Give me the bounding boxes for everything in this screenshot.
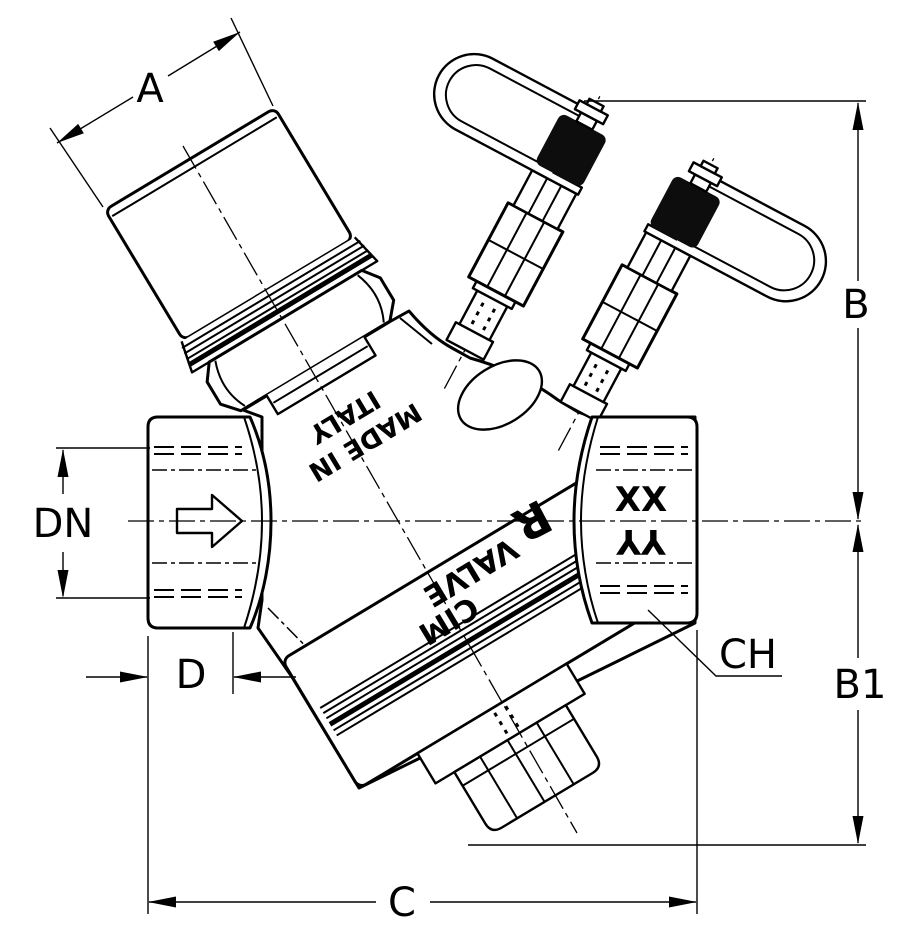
port2-collar bbox=[559, 383, 609, 423]
saddle-chamfer-line bbox=[399, 317, 433, 345]
centerlines bbox=[128, 145, 866, 834]
port1-collar bbox=[445, 321, 495, 361]
arrowhead bbox=[213, 32, 240, 52]
port2-cap-nub bbox=[699, 159, 719, 175]
dim-B1-label: B1 bbox=[834, 662, 887, 708]
outlet-thread-lines bbox=[600, 446, 688, 594]
drain-plug-facets bbox=[462, 717, 575, 819]
dim-CH: CH bbox=[647, 609, 782, 678]
port-mark-bottom: YY bbox=[616, 521, 667, 561]
drain-thread-dots bbox=[493, 705, 521, 736]
outlet-port-outline bbox=[572, 415, 699, 625]
port1-nut-facet bbox=[541, 185, 563, 222]
dim-D: D bbox=[86, 632, 296, 698]
dim-B-label: B bbox=[842, 282, 869, 328]
dim-C-label: C bbox=[388, 880, 416, 926]
arrowhead bbox=[57, 123, 84, 143]
dim-DN: DN bbox=[33, 447, 150, 599]
port2-nut-facet bbox=[641, 239, 663, 277]
handwheel-group bbox=[106, 109, 396, 416]
outlet-port: XX YY bbox=[572, 415, 699, 625]
dim-A-ext1 bbox=[49, 127, 104, 208]
knob-grip-bands bbox=[181, 240, 374, 368]
dim-B: B bbox=[584, 100, 870, 520]
inlet-thread-lines bbox=[154, 446, 242, 598]
arrowhead bbox=[852, 524, 864, 552]
port-mark-top: XX bbox=[615, 480, 667, 520]
port1-thread-dots bbox=[470, 298, 498, 331]
flow-direction-arrow bbox=[175, 493, 244, 549]
drain-plug bbox=[453, 703, 601, 832]
arrowhead bbox=[57, 570, 69, 598]
arrowhead bbox=[852, 492, 864, 520]
dim-B1: B1 bbox=[468, 524, 887, 846]
neck-step-line bbox=[272, 345, 369, 404]
port1-hex-midline bbox=[487, 238, 544, 270]
arrowhead bbox=[852, 816, 864, 844]
inlet-port bbox=[146, 415, 273, 630]
bonnet-chamfer-left bbox=[214, 360, 246, 407]
main-axis-centerline bbox=[182, 145, 578, 834]
dim-C: C bbox=[147, 630, 698, 926]
arrowhead bbox=[57, 449, 69, 477]
arrowhead bbox=[233, 671, 261, 683]
test-port-boss bbox=[456, 359, 544, 431]
dim-A-ext2 bbox=[230, 17, 274, 107]
port2-hex-midline bbox=[601, 300, 658, 332]
dim-A: A bbox=[49, 17, 274, 208]
arrowhead bbox=[669, 896, 697, 908]
dim-CH-label: CH bbox=[719, 632, 777, 678]
dim-D-label: D bbox=[176, 652, 207, 698]
arrowhead bbox=[148, 896, 176, 908]
port2-lanyard-loop-inner bbox=[681, 186, 816, 292]
dim-A-label: A bbox=[136, 66, 164, 112]
port1-nut-facet bbox=[527, 177, 549, 215]
arrowhead bbox=[852, 102, 864, 130]
dim-DN-label: DN bbox=[33, 501, 94, 547]
bonnet-chamfer-right bbox=[357, 274, 385, 323]
port1-lanyard-loop-inner bbox=[444, 64, 579, 170]
bonnet-hex bbox=[205, 268, 396, 413]
test-port-2 bbox=[557, 158, 828, 451]
arrowhead bbox=[120, 671, 148, 683]
test-port-1 bbox=[432, 52, 610, 389]
dimension-layer: A B B1 C bbox=[33, 17, 887, 926]
dim-CH-leader bbox=[647, 609, 782, 677]
port2-nut-facet bbox=[655, 247, 677, 284]
